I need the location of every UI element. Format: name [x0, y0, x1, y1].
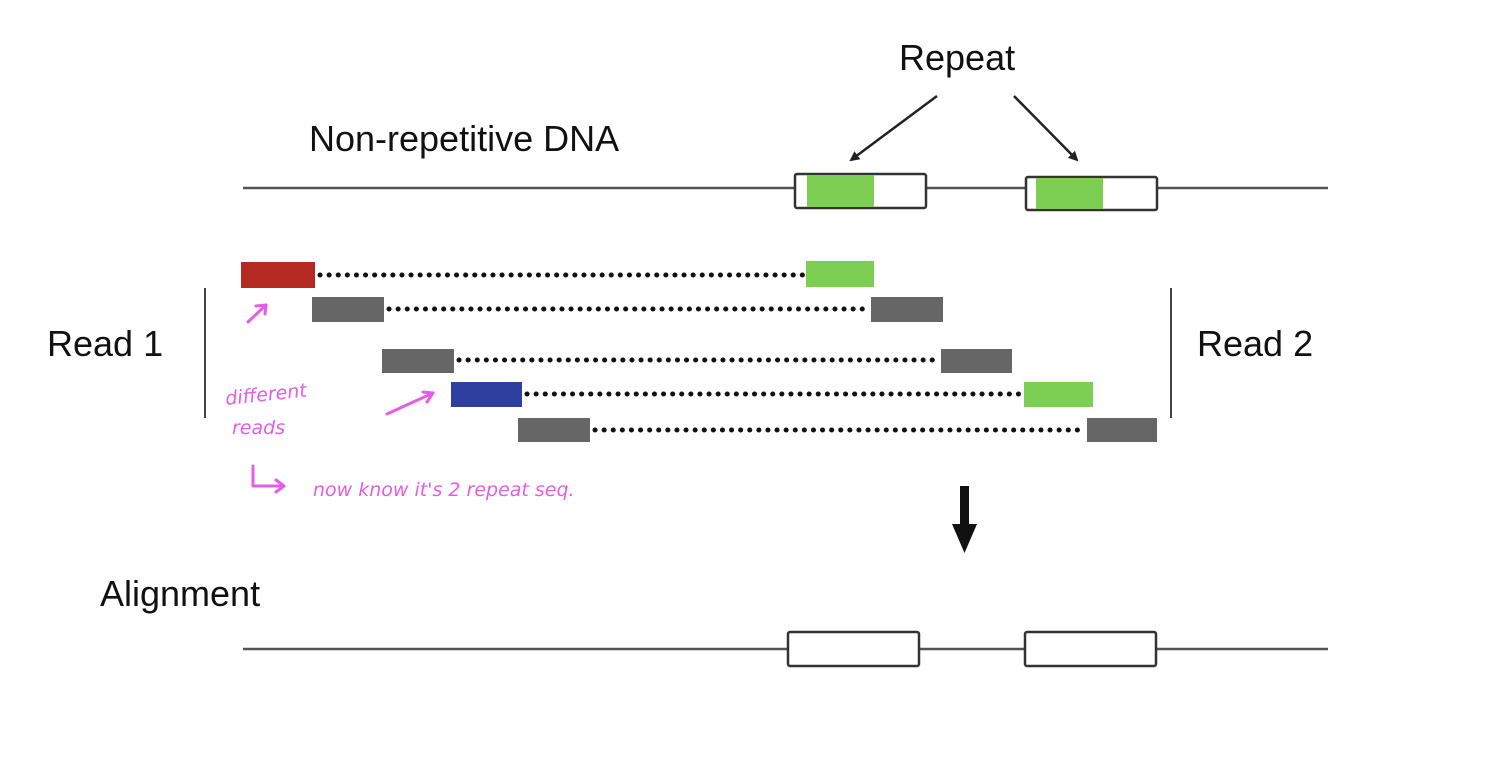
read-pair-4 — [451, 382, 1093, 407]
read-2-segment-gray — [941, 349, 1012, 373]
genome-reference — [243, 172, 1328, 212]
alignment-genome — [243, 630, 1328, 668]
read-1-label: Read 1 — [47, 323, 164, 364]
read-1-segment-red — [241, 262, 315, 288]
alignment-box-1 — [786, 630, 921, 668]
read-2-segment-green — [1024, 382, 1093, 407]
read-1-segment-gray — [518, 418, 590, 442]
alignment-label: Alignment — [100, 573, 261, 614]
read-pair-5 — [518, 418, 1157, 442]
repeat-box-2-green — [1036, 178, 1103, 209]
read-2-segment-gray — [871, 297, 943, 322]
annotation-conclusion: now know it's 2 repeat seq. — [313, 479, 575, 501]
read-1-segment-blue — [451, 382, 522, 407]
alignment-box-2 — [1023, 630, 1158, 668]
annotation-hook-arrow — [251, 464, 286, 494]
annotation-reads: reads — [232, 417, 285, 439]
repeat-label: Repeat — [899, 37, 1016, 78]
annotation-arrow-red — [246, 303, 268, 324]
read-2-label: Read 2 — [1197, 323, 1314, 364]
handwritten-annotations: different reads now know it's 2 repeat s… — [224, 303, 575, 501]
read-2-segment-gray — [1087, 418, 1157, 442]
read-2-segment-green — [806, 261, 874, 287]
read-1-segment-gray — [312, 297, 384, 322]
annotation-different: different — [224, 379, 309, 410]
non-repetitive-dna-label: Non-repetitive DNA — [309, 118, 620, 159]
repeat-box-1-green — [807, 175, 874, 207]
repeat-arrow-right — [1013, 95, 1079, 162]
repeat-arrows — [849, 94, 1079, 162]
repeat-arrow-left — [849, 94, 938, 162]
read-1-segment-gray — [382, 349, 454, 373]
down-arrow-icon — [952, 486, 977, 553]
annotation-arrow-blue — [385, 390, 435, 416]
read-pair-3 — [382, 349, 1012, 373]
read-pair-2 — [312, 297, 943, 322]
read-pair-1 — [241, 261, 874, 288]
